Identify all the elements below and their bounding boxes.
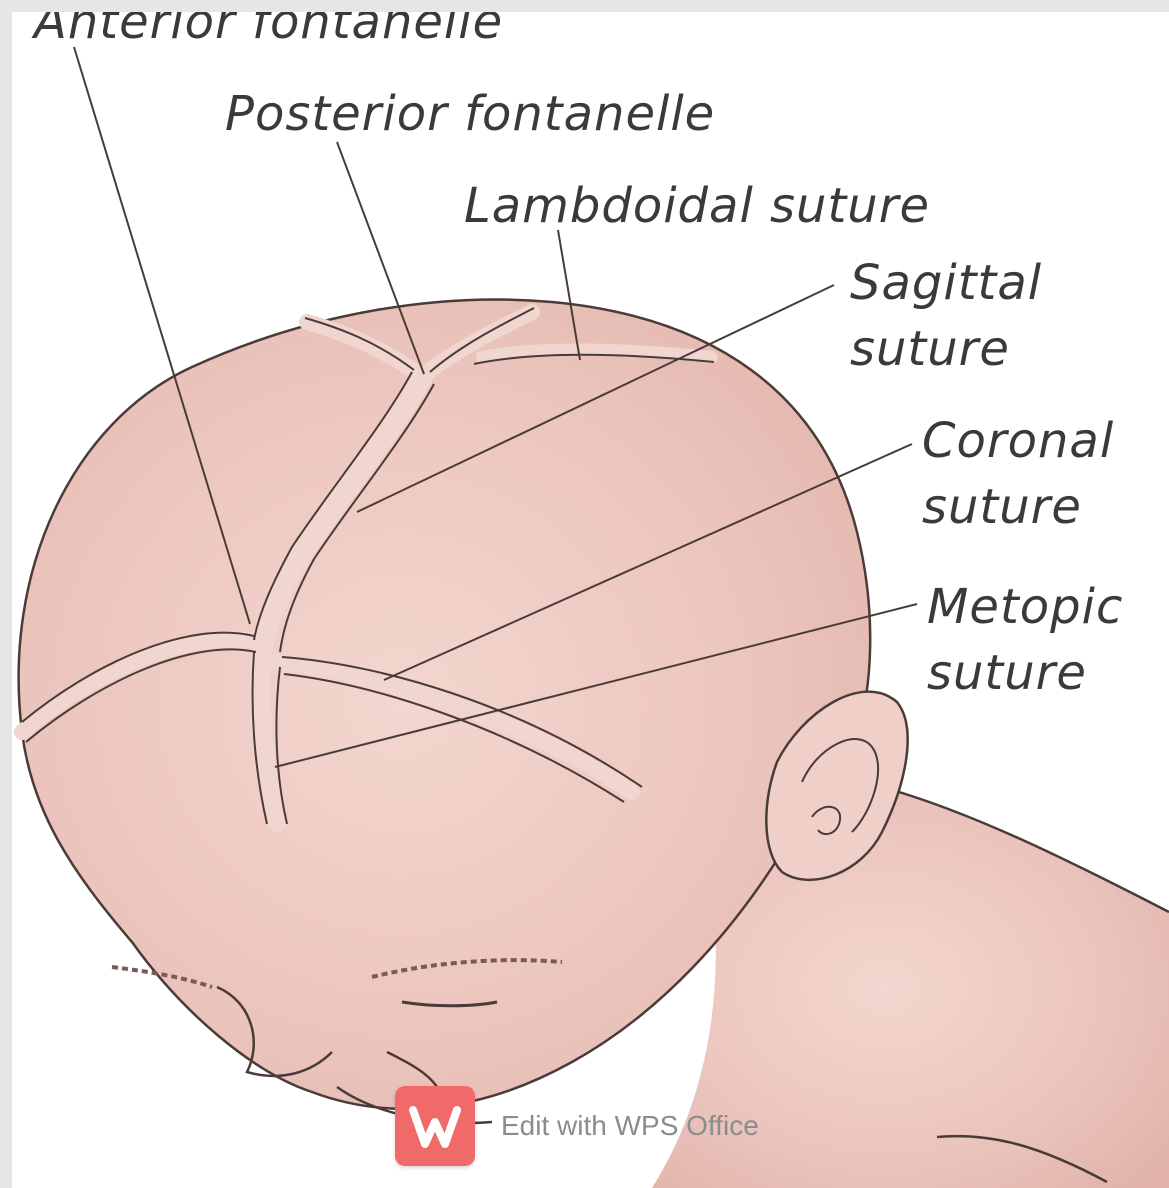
label-metopic-line1: Metopic — [927, 574, 1123, 640]
label-sagittal-line1: Sagittal — [850, 250, 1042, 316]
skull-diagram: Anterior fontanelle Posterior fontanelle… — [12, 12, 1169, 1188]
label-lambdoidal-suture: Lambdoidal suture — [464, 182, 930, 230]
label-metopic-suture: Metopic suture — [927, 574, 1123, 706]
label-metopic-line2: suture — [927, 640, 1123, 706]
label-sagittal-line2: suture — [850, 316, 1042, 382]
wps-watermark[interactable]: Edit with WPS Office — [395, 1086, 759, 1166]
label-posterior-fontanelle: Posterior fontanelle — [225, 90, 715, 138]
label-anterior-fontanelle: Anterior fontanelle — [34, 12, 503, 46]
label-coronal-suture: Coronal suture — [922, 408, 1114, 540]
wps-edit-text[interactable]: Edit with WPS Office — [501, 1110, 759, 1142]
label-sagittal-suture: Sagittal suture — [850, 250, 1042, 382]
wps-w-glyph — [395, 1086, 475, 1166]
label-coronal-line1: Coronal — [922, 408, 1114, 474]
wps-w-logo-icon[interactable] — [395, 1086, 475, 1166]
label-coronal-line2: suture — [922, 474, 1114, 540]
